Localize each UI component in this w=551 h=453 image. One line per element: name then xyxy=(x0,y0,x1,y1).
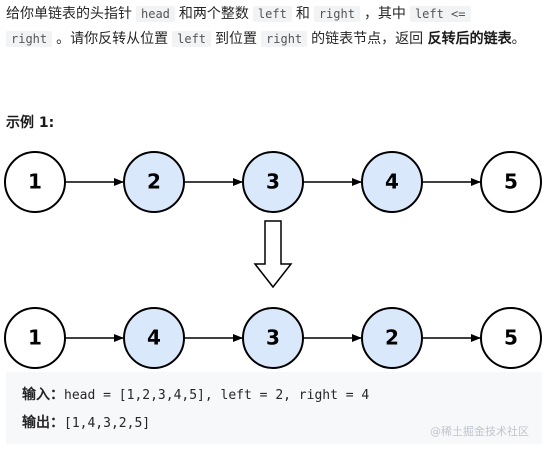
node-circle xyxy=(242,151,304,213)
node-value: 4 xyxy=(147,326,161,350)
list-node: 4 xyxy=(123,307,185,369)
node-circle xyxy=(361,307,423,369)
node-circle xyxy=(4,307,66,369)
code-left: left xyxy=(172,31,212,47)
code-right: right xyxy=(313,6,360,22)
output-value: [1,4,3,2,5] xyxy=(64,416,151,431)
node-circle xyxy=(123,151,185,213)
watermark: @稀土掘金技术社区 xyxy=(430,425,529,438)
code-left: left xyxy=(252,6,292,22)
node-value: 5 xyxy=(504,170,518,194)
list-node: 5 xyxy=(480,307,542,369)
problem-text: 的链表节点，返回 xyxy=(311,31,424,47)
example-io-box: 输入：head = [1,2,3,4,5], left = 2, right =… xyxy=(6,372,542,444)
list-node: 1 xyxy=(4,151,66,213)
code-condition-b: right xyxy=(6,31,53,47)
input-line: 输入：head = [1,2,3,4,5], left = 2, right =… xyxy=(22,384,369,404)
output-label: 输出： xyxy=(22,415,64,431)
node-value: 3 xyxy=(266,326,280,350)
list-before-reversal: 1 2 3 4 5 xyxy=(4,151,542,213)
code-head: head xyxy=(136,6,175,22)
node-circle xyxy=(242,307,304,369)
node-value: 2 xyxy=(147,170,161,194)
list-node: 5 xyxy=(480,151,542,213)
node-value: 2 xyxy=(385,326,399,350)
node-value: 5 xyxy=(504,326,518,350)
list-node: 1 xyxy=(4,307,66,369)
node-value: 3 xyxy=(266,170,280,194)
node-circle xyxy=(480,151,542,213)
node-circle xyxy=(480,307,542,369)
node-circle xyxy=(4,151,66,213)
list-node: 3 xyxy=(242,307,304,369)
list-node: 2 xyxy=(361,307,423,369)
node-value: 4 xyxy=(385,170,399,194)
code-right: right xyxy=(261,31,308,47)
problem-text: 。 xyxy=(511,31,526,47)
input-label: 输入： xyxy=(22,387,64,403)
output-line: 输出：[1,4,3,2,5] xyxy=(22,412,150,432)
problem-text: ，其中 xyxy=(363,6,406,22)
problem-text: 和两个整数 xyxy=(178,6,249,22)
list-node: 4 xyxy=(361,151,423,213)
down-arrow-icon xyxy=(253,220,293,289)
problem-text: 和 xyxy=(295,6,310,22)
problem-text: 给你单链表的头指针 xyxy=(6,6,132,22)
code-condition-a: left <= xyxy=(409,6,471,22)
problem-text: 到位置 xyxy=(215,31,258,47)
example-title: 示例 1: xyxy=(6,115,55,131)
input-value: head = [1,2,3,4,5], left = 2, right = 4 xyxy=(64,388,370,403)
node-circle xyxy=(361,151,423,213)
node-circle xyxy=(123,307,185,369)
node-value: 1 xyxy=(28,326,42,350)
problem-text: 。请你反转从位置 xyxy=(56,31,169,47)
list-after-reversal: 1 4 3 2 5 xyxy=(4,307,542,369)
list-node: 3 xyxy=(242,151,304,213)
list-node: 2 xyxy=(123,151,185,213)
node-value: 1 xyxy=(28,170,42,194)
problem-bold-text: 反转后的链表 xyxy=(427,31,512,47)
